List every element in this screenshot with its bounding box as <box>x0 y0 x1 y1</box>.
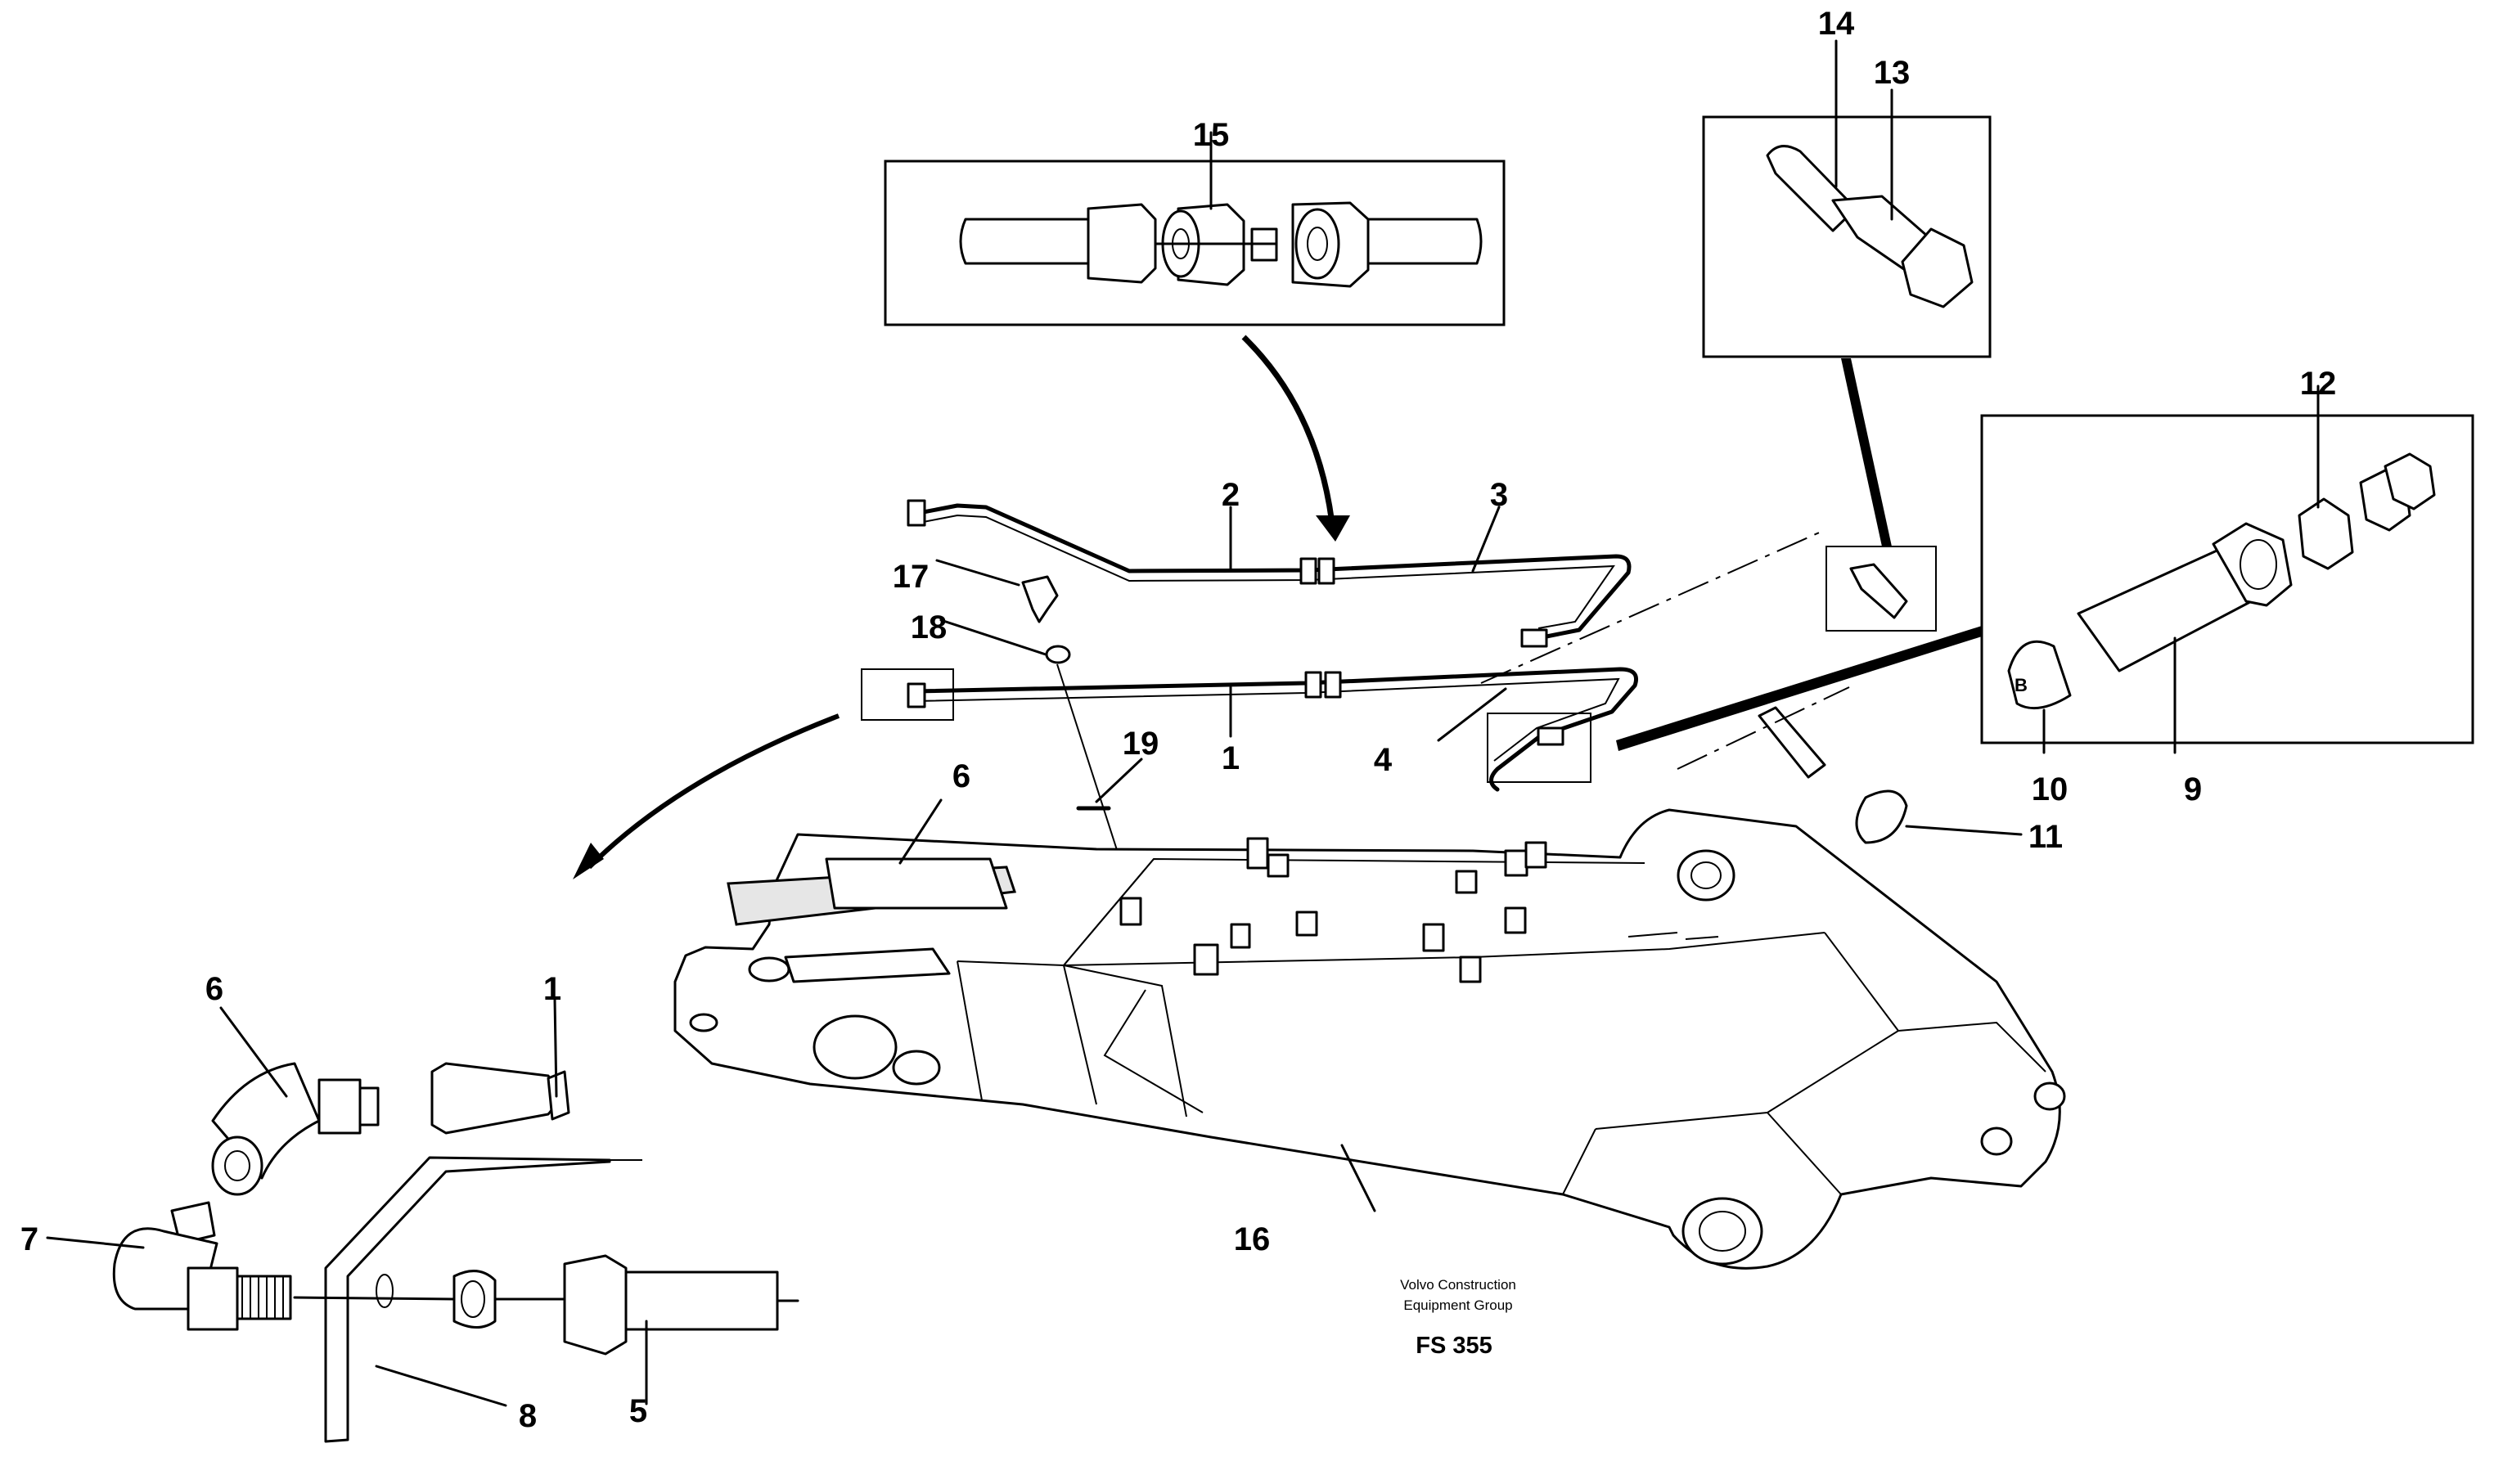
label-10: 10 <box>2032 771 2069 807</box>
label-6-detail: 6 <box>205 971 223 1007</box>
label-14: 14 <box>1818 6 1855 42</box>
label-8: 8 <box>519 1398 537 1434</box>
label-17: 17 <box>893 559 930 595</box>
caption-line-2: Equipment Group <box>1403 1297 1512 1313</box>
label-15: 15 <box>1193 117 1230 153</box>
label-3: 3 <box>1490 477 1508 513</box>
pointer-arrow-15 <box>1241 335 1335 524</box>
label-2: 2 <box>1222 477 1240 513</box>
detail-box-pipe-end <box>861 668 954 721</box>
label-5: 5 <box>629 1393 647 1429</box>
arrow-head-15 <box>1316 515 1350 542</box>
pointer-arrow-detail <box>587 713 840 870</box>
svg-text:B: B <box>2015 675 2028 695</box>
inset-pointer-13-14 <box>1841 358 1892 546</box>
label-19: 19 <box>1123 726 1159 762</box>
caption-line-1: Volvo Construction <box>1400 1277 1516 1293</box>
label-1-top: 1 <box>1222 740 1240 776</box>
label-13: 13 <box>1874 55 1911 91</box>
label-12: 12 <box>2300 366 2337 402</box>
label-6-boom: 6 <box>952 758 970 794</box>
label-11: 11 <box>2028 819 2063 855</box>
label-9: 9 <box>2184 771 2202 807</box>
inset-grease-fitting <box>1702 39 1992 358</box>
inset-union-fitting <box>884 131 1506 326</box>
bolt <box>1021 575 1059 623</box>
label-7: 7 <box>20 1221 38 1257</box>
detail-elbow-assembly <box>112 1062 799 1443</box>
inset-pointer-9 <box>1616 626 1982 751</box>
label-1-detail: 1 <box>543 971 561 1007</box>
detail-box-small <box>1825 546 1937 632</box>
washer <box>1045 645 1071 664</box>
figure-caption: Volvo Construction Equipment Group FS 35… <box>1400 1277 1516 1359</box>
inset-pin-fitting: B <box>1980 384 2474 754</box>
boom-arm <box>673 808 2066 1270</box>
leader-lines <box>46 506 1507 1407</box>
label-4: 4 <box>1374 742 1393 778</box>
figure-id: FS 355 <box>1416 1333 1492 1359</box>
detail-box-pipe-joint <box>1487 713 1591 783</box>
label-16: 16 <box>1234 1221 1271 1257</box>
label-18: 18 <box>911 609 948 645</box>
part-labels: 14 13 15 12 2 3 17 18 1 4 19 10 9 11 6 6… <box>20 6 2336 1434</box>
hydraulic-pipes <box>861 499 1638 792</box>
